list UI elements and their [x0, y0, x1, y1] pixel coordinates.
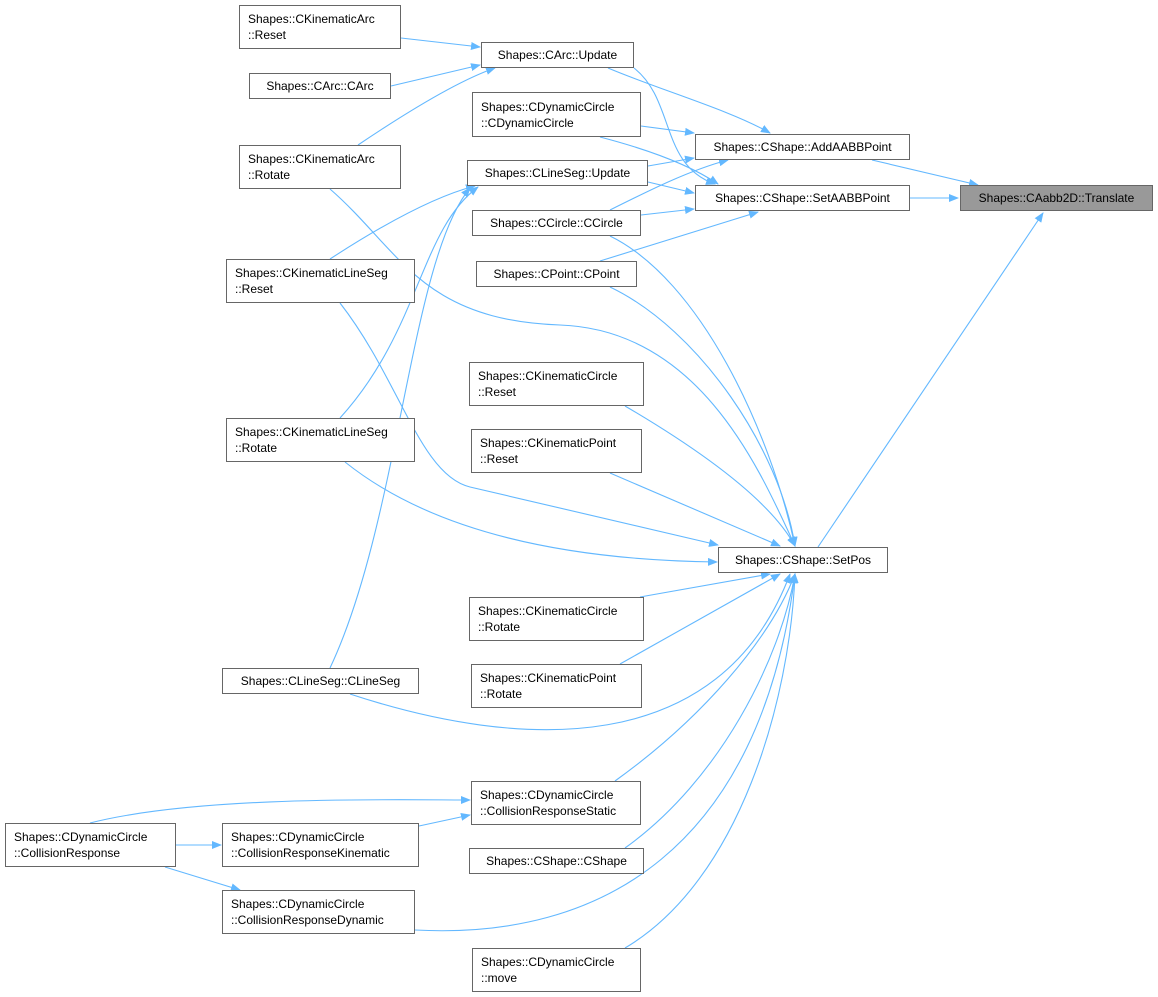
node-setaabb[interactable]: Shapes::CShape::SetAABBPoint [695, 185, 910, 211]
edge-collkin-collstatic [418, 812, 471, 827]
node-cshape[interactable]: Shapes::CShape::CShape [469, 848, 644, 874]
node-label: ::Rotate [480, 687, 523, 701]
edge-dyncircle-addaabb [640, 125, 695, 136]
node-label: Shapes::CKinematicCircle [478, 604, 618, 618]
edge-setpos-translate [817, 212, 1044, 548]
edge-carc-arcupdate [390, 63, 481, 87]
edge-kinlinerotate-setpos [344, 461, 718, 566]
node-label: Shapes::CKinematicLineSeg [235, 425, 388, 439]
node-label: Shapes::CDynamicCircle [480, 788, 614, 802]
node-label: Shapes::CDynamicCircle [231, 897, 365, 911]
edge-arcupdate-addaabb [607, 67, 771, 134]
node-clineseg[interactable]: Shapes::CLineSeg::CLineSeg [222, 668, 419, 694]
node-kinpointreset[interactable]: Shapes::CKinematicPoint::Reset [471, 429, 642, 473]
node-ccircle[interactable]: Shapes::CCircle::CCircle [472, 210, 641, 236]
edge-kinarcrotate-setpos [329, 188, 796, 547]
edge-kincirclerotate-setpos [639, 571, 771, 598]
node-translate[interactable]: Shapes::CAabb2D::Translate [960, 185, 1153, 211]
edge-cshape-setpos [624, 573, 798, 849]
node-label: Shapes::CArc::CArc [266, 79, 374, 93]
edge-kinpointrotate-setpos [619, 573, 781, 665]
node-kinarcreset[interactable]: Shapes::CKinematicArc::Reset [239, 5, 401, 49]
node-kinlinereset[interactable]: Shapes::CKinematicLineSeg::Reset [226, 259, 415, 303]
node-label: Shapes::CCircle::CCircle [490, 216, 623, 230]
edge-kinarcrotate-arcupdate [357, 67, 496, 146]
node-label: Shapes::CDynamicCircle [481, 99, 615, 114]
node-label: Shapes::CLineSeg::Update [484, 166, 631, 180]
node-label: Shapes::CKinematicLineSeg [235, 266, 388, 280]
edge-addaabb-translate [871, 159, 979, 187]
node-label: Shapes::CKinematicPoint [480, 671, 617, 685]
node-label: ::Rotate [248, 168, 291, 182]
node-label: ::Reset [248, 28, 287, 42]
edge-kinarcreset-arcupdate [400, 37, 481, 50]
node-cpoint[interactable]: Shapes::CPoint::CPoint [476, 261, 637, 287]
node-addaabb[interactable]: Shapes::CShape::AddAABBPoint [695, 134, 910, 160]
node-label: Shapes::CShape::SetPos [734, 553, 872, 567]
node-kinlinerotate[interactable]: Shapes::CKinematicLineSeg::Rotate [226, 418, 415, 462]
edge-cpoint-setpos [609, 286, 798, 547]
edge-arcupdate-setaabb [633, 67, 716, 185]
node-label: Shapes::CKinematicArc [248, 152, 375, 166]
node-move[interactable]: Shapes::CDynamicCircle::move [472, 948, 641, 992]
node-kinpointrotate[interactable]: Shapes::CKinematicPoint::Rotate [471, 664, 642, 708]
node-label: Shapes::CKinematicArc [248, 12, 375, 26]
node-label: ::Reset [235, 282, 274, 296]
node-label: ::Rotate [478, 620, 521, 634]
node-label: ::Reset [480, 452, 519, 466]
node-label: Shapes::CLineSeg::CLineSeg [240, 674, 401, 688]
node-label: ::CDynamicCircle [481, 115, 574, 130]
node-setpos[interactable]: Shapes::CShape::SetPos [718, 547, 888, 573]
node-label: ::Reset [478, 385, 517, 399]
edge-cpoint-setaabb [599, 210, 759, 262]
node-kincirclerotate[interactable]: Shapes::CKinematicCircle::Rotate [469, 597, 644, 641]
edge-collresp-colldyn [164, 866, 241, 892]
node-linesegupdate[interactable]: Shapes::CLineSeg::Update [467, 160, 648, 186]
edge-linesegupdate-addaabb [647, 155, 695, 167]
node-dyncircle[interactable]: Shapes::CDynamicCircle::CDynamicCircle [472, 92, 641, 137]
edge-colldyn-setpos [414, 573, 798, 932]
node-label: Shapes::CDynamicCircle [14, 830, 148, 844]
node-label: ::CollisionResponseStatic [480, 804, 617, 818]
node-label: ::CollisionResponseDynamic [231, 913, 384, 927]
node-collstatic[interactable]: Shapes::CDynamicCircle::CollisionRespons… [471, 781, 641, 825]
node-kincirclereset[interactable]: Shapes::CKinematicCircle::Reset [469, 362, 644, 406]
edge-kinlinereset-linesegupdate [329, 184, 476, 260]
edge-linesegupdate-setaabb [647, 181, 695, 195]
node-arcupdate[interactable]: Shapes::CArc::Update [481, 42, 634, 68]
node-label: ::CollisionResponseKinematic [231, 846, 390, 860]
node-collkin[interactable]: Shapes::CDynamicCircle::CollisionRespons… [222, 823, 419, 867]
node-label: Shapes::CShape::CShape [486, 854, 627, 868]
node-collresp[interactable]: Shapes::CDynamicCircle::CollisionRespons… [5, 823, 176, 867]
node-carc[interactable]: Shapes::CArc::CArc [249, 73, 391, 99]
node-label: Shapes::CKinematicPoint [480, 436, 617, 450]
edge-move-setpos [624, 573, 799, 949]
node-label: Shapes::CPoint::CPoint [493, 267, 620, 281]
node-label: Shapes::CKinematicCircle [478, 369, 618, 383]
edge-kinpointreset-setpos [609, 472, 781, 547]
node-label: Shapes::CShape::AddAABBPoint [713, 140, 892, 154]
node-label: Shapes::CDynamicCircle [481, 955, 615, 969]
edge-collstatic-setpos [614, 573, 796, 782]
node-label: Shapes::CAabb2D::Translate [978, 191, 1135, 205]
node-label: Shapes::CDynamicCircle [231, 830, 365, 844]
node-label: ::CollisionResponse [14, 846, 121, 860]
edge-ccircle-addaabb [609, 158, 729, 211]
node-colldyn[interactable]: Shapes::CDynamicCircle::CollisionRespons… [222, 890, 415, 934]
edge-clineseg-linesegupdate [329, 187, 471, 669]
edge-clineseg-setpos [349, 573, 791, 731]
edge-kincirclereset-setpos [624, 405, 796, 547]
node-label: ::Rotate [235, 441, 278, 455]
edge-collresp-collstatic [89, 795, 471, 824]
node-label: Shapes::CShape::SetAABBPoint [715, 191, 890, 205]
node-label: Shapes::CArc::Update [497, 48, 618, 62]
node-kinarcrotate[interactable]: Shapes::CKinematicArc::Rotate [239, 145, 401, 189]
node-label: ::move [481, 971, 518, 985]
edge-ccircle-setaabb [640, 206, 695, 216]
